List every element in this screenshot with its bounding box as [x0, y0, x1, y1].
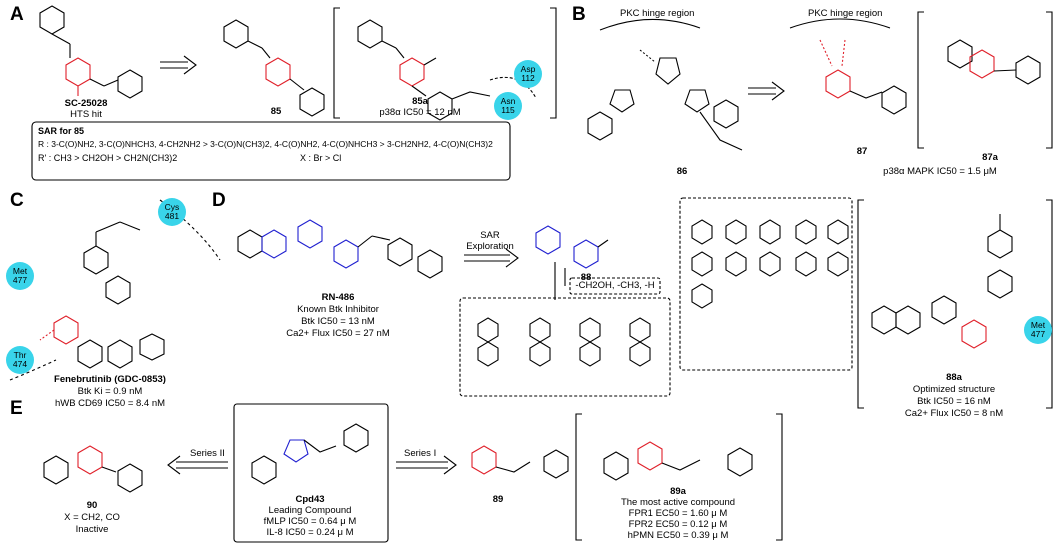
compound-89-structure	[471, 445, 569, 479]
hinge-label-87: PKC hinge region	[808, 8, 883, 19]
compound-87-structure	[789, 18, 907, 115]
sar-box	[31, 121, 511, 181]
compound-87: 87	[856, 146, 868, 157]
cpd43-sub: Leading Compound	[268, 505, 352, 516]
residue-cys481: Cys 481	[158, 198, 186, 226]
compound-85: 85	[270, 106, 282, 117]
compound-88a-structure	[871, 214, 1013, 349]
compound-90-inactive: Inactive	[75, 524, 109, 535]
r3-fragments	[691, 219, 849, 309]
cpd43-structure	[251, 423, 369, 485]
sc25028-structure	[39, 5, 143, 99]
residue-met477-d: Met 477	[1024, 316, 1052, 344]
rn486-structure	[237, 219, 443, 279]
compound-87a-structure	[947, 39, 1041, 85]
arrow-b	[748, 81, 785, 101]
89a-fpr1: FPR1 EC50 = 1.60 μ M	[628, 508, 728, 519]
compound-88a: 88a	[946, 372, 962, 383]
compound-86: 86	[676, 166, 688, 177]
fenebrutinib-ki: Btk Ki = 0.9 nM	[77, 386, 143, 397]
residue-thr474: Thr 474	[6, 346, 34, 374]
hinge-label-86: PKC hinge region	[620, 8, 695, 19]
compound-88: 88	[580, 272, 592, 283]
optimized-label: Optimized structure	[912, 384, 996, 395]
fenebrutinib-name: Fenebrutinib (GDC-0853)	[54, 374, 166, 385]
arrow-series1	[396, 455, 457, 475]
89a-fpr2: FPR2 EC50 = 0.12 μ M	[628, 519, 728, 530]
compound-90: 90	[86, 500, 98, 511]
residue-asn115: Asn 115	[494, 92, 522, 120]
compound-89: 89	[492, 494, 504, 505]
compound-90-x: X = CH2, CO	[64, 512, 120, 523]
sar-line-x: X : Br > Cl	[300, 153, 342, 163]
compound-85a: 85a	[412, 96, 428, 107]
89a-hpmn: hPMN EC50 = 0.39 μ M	[627, 530, 729, 541]
panel-label-d: D	[212, 190, 226, 211]
compound-85a-activity: p38α IC50 = 12 nM	[379, 107, 461, 118]
sar-title: SAR for 85	[38, 126, 85, 136]
compound-87a: 87a	[982, 152, 998, 163]
compound-85-structure	[223, 19, 325, 117]
r1-fragments	[477, 317, 651, 367]
panel-label-a: A	[10, 4, 24, 25]
bracket-85a	[333, 7, 557, 119]
compound-86-structure	[587, 18, 743, 151]
r3-box	[679, 197, 853, 371]
sar-line-r-prime: R' : CH3 > CH2OH > CH2N(CH3)2	[38, 153, 178, 163]
arrow-d	[464, 248, 519, 268]
fenebrutinib-cd69: hWB CD69 IC50 = 8.4 nM	[54, 398, 166, 409]
cpd43-fmlp: fMLP IC50 = 0.64 μ M	[263, 516, 357, 527]
88a-flux: Ca2+ Flux IC50 = 8 nM	[904, 408, 1004, 419]
arrow-a	[160, 55, 197, 75]
rn486-name: RN-486	[321, 292, 355, 303]
hit-name: SC-25028	[64, 98, 108, 109]
compound-88-structure	[535, 225, 609, 300]
r2-options: -CH2OH, -CH3, -H	[575, 280, 655, 291]
residue-met477-c: Met 477	[6, 262, 34, 290]
panel-label-e: E	[10, 398, 23, 419]
88a-btk: Btk IC50 = 16 nM	[917, 396, 991, 407]
bracket-89a	[575, 413, 783, 541]
r1-box	[459, 297, 671, 397]
series-i-label: Series I	[404, 448, 437, 459]
r2-box	[569, 277, 661, 295]
bracket-87a	[917, 11, 1053, 149]
bracket-88a	[857, 199, 1053, 409]
compound-89a-structure	[603, 441, 753, 481]
sar-line-r: R : 3-C(O)NH2, 3-C(O)NHCH3, 4-CH2NH2 > 3…	[38, 139, 493, 149]
residue-asp112: Asp 112	[514, 60, 542, 88]
rn486-btk: Btk IC50 = 13 nM	[301, 316, 375, 327]
cpd43-name: Cpd43	[295, 494, 325, 505]
panel-label-b: B	[572, 4, 586, 25]
hit-sub: HTS hit	[70, 109, 102, 120]
compound-89a: 89a	[670, 486, 686, 497]
rn486-sub: Known Btk Inhibitor	[297, 304, 379, 315]
compound-87a-activity: p38α MAPK IC50 = 1.5 μM	[883, 166, 997, 177]
cpd43-il8: IL-8 IC50 = 0.24 μ M	[266, 527, 354, 538]
series-ii-label: Series II	[190, 448, 225, 459]
rn486-flux: Ca2+ Flux IC50 = 27 nM	[286, 328, 390, 339]
sar-exploration-label: SAR Exploration	[466, 230, 514, 252]
arrow-series2	[167, 455, 228, 475]
compound-90-structure	[43, 445, 143, 493]
panel-label-c: C	[10, 190, 24, 211]
lead-box	[233, 403, 389, 543]
89a-most-active: The most active compound	[620, 497, 736, 508]
fenebrutinib-structure	[9, 199, 221, 381]
